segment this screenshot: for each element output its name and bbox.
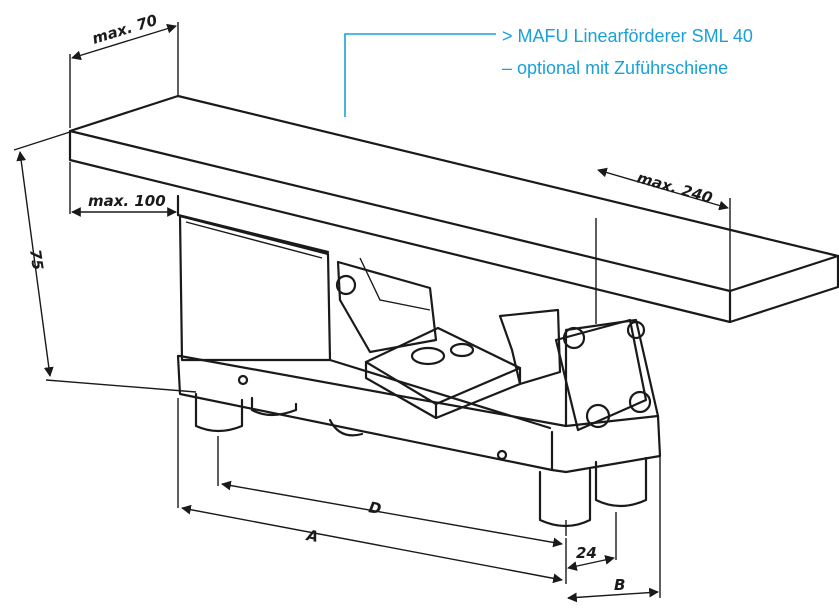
caption-subtitle: – optional mit Zuführschiene [502,58,729,78]
dim-label-d: D [367,498,382,518]
feet [194,392,648,528]
caption-title: > MAFU Linearförderer SML 40 [502,26,753,46]
dim-label-b: B [614,576,625,594]
dim-label-overhang-left: max. 100 [88,192,166,210]
feeder-base [176,194,662,474]
dim-label-a: A [304,526,320,546]
caption-leader-line [344,33,496,117]
feed-rail [68,94,839,324]
dimension-lines [13,22,731,603]
dim-label-length-right: max. 240 [635,169,715,208]
dim-label-height: 75 [26,248,47,271]
vibration-mechanism [328,257,652,437]
dim-label-foot-offset: 24 [576,544,597,562]
